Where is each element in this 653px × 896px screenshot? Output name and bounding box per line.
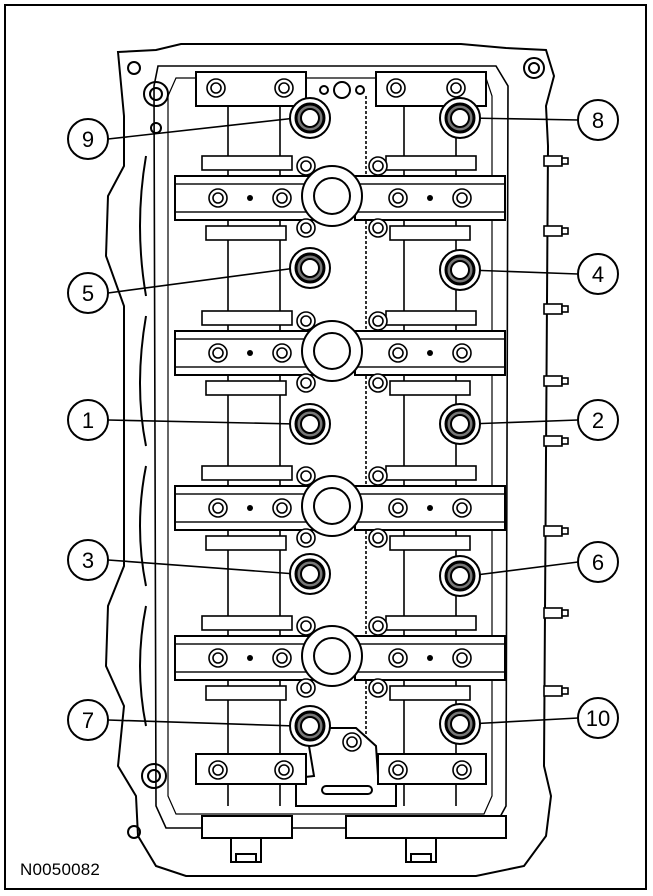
callout-4: 4: [577, 253, 619, 295]
callout-circle: [577, 541, 619, 583]
callout-circle: [577, 697, 619, 739]
callout-number: 3: [82, 548, 94, 573]
callout-circle: [67, 539, 109, 581]
callout-10: 10: [577, 697, 619, 739]
callout-3: 3: [67, 539, 109, 581]
figure-id-label: N0050082: [20, 860, 101, 879]
rear-plate: [195, 727, 507, 863]
callout-5: 5: [67, 272, 109, 314]
callout-number: 8: [592, 108, 604, 133]
head-bolt-10: [438, 702, 482, 746]
callout-number: 2: [592, 408, 604, 433]
callout-circle: [67, 118, 109, 160]
leader-lines: [107, 117, 579, 727]
callout-number: 10: [586, 706, 610, 731]
callout-7: 7: [67, 699, 109, 741]
callout-number: 4: [592, 262, 604, 287]
head-bolt-7: [288, 704, 332, 748]
callout-9: 9: [67, 118, 109, 160]
head-bolt-9: [288, 96, 332, 140]
side-studs: [543, 155, 569, 697]
callout-number: 5: [82, 281, 94, 306]
callout-number: 9: [82, 127, 94, 152]
callout-circle: [67, 399, 109, 441]
cylinder-head-illustration: 9 8 5 4 1 2 3 6 7 10: [67, 43, 619, 877]
head-bolt-4: [438, 248, 482, 292]
bearing-caps: [174, 155, 506, 701]
front-plate: [195, 71, 487, 107]
head-bolt-8: [438, 96, 482, 140]
head-bolt-3: [288, 552, 332, 596]
callout-number: 7: [82, 708, 94, 733]
callout-circle: [67, 699, 109, 741]
head-bolt-1: [288, 402, 332, 446]
callout-2: 2: [577, 399, 619, 441]
head-bolt-5: [288, 246, 332, 290]
callout-number: 6: [592, 550, 604, 575]
head-bolt-2: [438, 402, 482, 446]
head-casting: [104, 43, 556, 877]
callout-circle: [577, 99, 619, 141]
callout-8: 8: [577, 99, 619, 141]
callout-number: 1: [82, 408, 94, 433]
callout-circle: [577, 399, 619, 441]
callout-1: 1: [67, 399, 109, 441]
head-bolt-6: [438, 554, 482, 598]
callout-6: 6: [577, 541, 619, 583]
callout-group: 9 8 5 4 1 2 3 6 7 10: [67, 99, 619, 741]
diagram-frame: 9 8 5 4 1 2 3 6 7 10 N0050082: [4, 4, 647, 890]
callout-circle: [67, 272, 109, 314]
callout-circle: [577, 253, 619, 295]
